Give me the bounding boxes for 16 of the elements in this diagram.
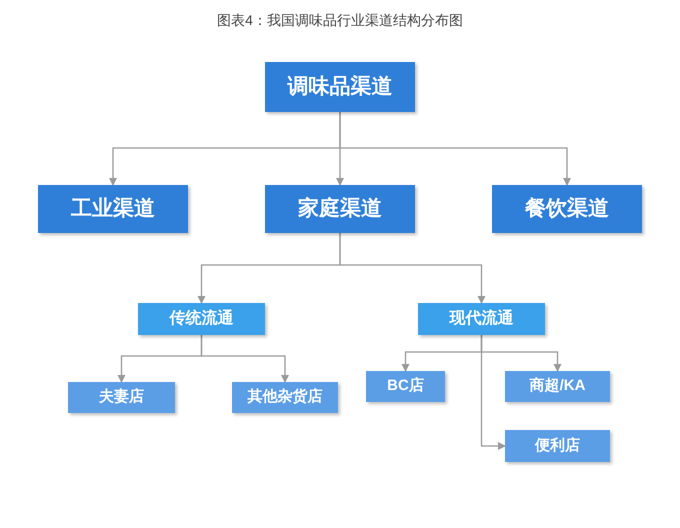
channel-box: 现代流通 xyxy=(418,303,545,335)
channel-box: 家庭渠道 xyxy=(265,185,415,233)
chart-title: 图表4：我国调味品行业渠道结构分布图 xyxy=(217,11,463,30)
channel-box: 工业渠道 xyxy=(38,185,188,233)
channel-box: 夫妻店 xyxy=(68,382,175,413)
arrow xyxy=(200,335,289,383)
channel-box: 商超/KA xyxy=(505,371,610,402)
arrow xyxy=(480,335,506,450)
arrow xyxy=(339,112,571,186)
channel-box: 餐饮渠道 xyxy=(492,185,642,233)
channel-box: 便利店 xyxy=(505,430,610,462)
channel-box: BC店 xyxy=(366,371,445,402)
channel-box: 其他杂货店 xyxy=(232,382,338,413)
channel-box: 调味品渠道 xyxy=(265,62,415,112)
channel-box: 传统流通 xyxy=(138,303,265,335)
arrow xyxy=(339,233,486,304)
